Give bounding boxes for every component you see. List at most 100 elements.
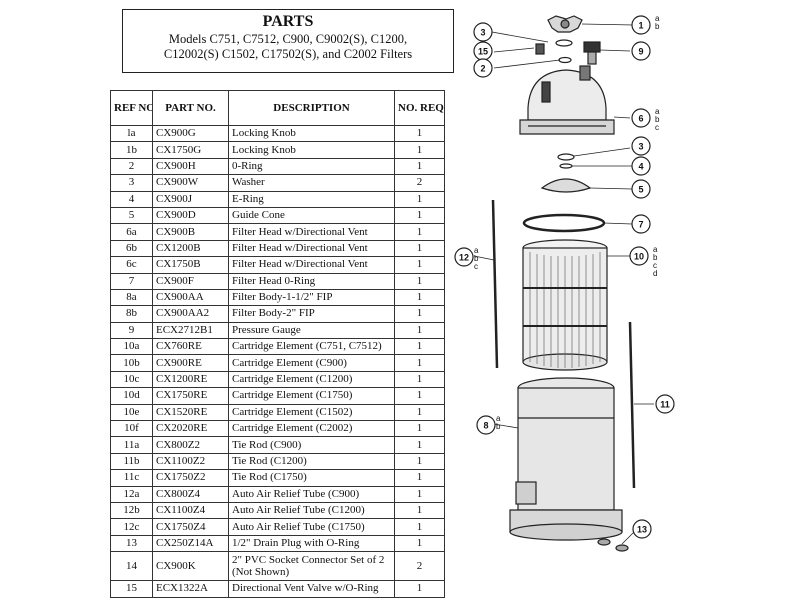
description-cell: 0-Ring <box>228 157 395 176</box>
quantity-cell: 1 <box>394 518 445 536</box>
callout-circle <box>631 15 651 35</box>
ref-cell: 2 <box>110 157 153 176</box>
quantity-cell: 1 <box>394 141 445 159</box>
part-number-cell: CX1200B <box>152 239 229 258</box>
models-line-2: C12002(S) C1502, C17502(S), and C2002 Fi… <box>163 47 413 61</box>
quantity-cell: 1 <box>394 338 445 356</box>
quantity-cell: 2 <box>394 174 445 192</box>
part-number-cell: ECX1322A <box>152 580 229 598</box>
callout-9: 9 <box>631 41 651 61</box>
callout-15: 15 <box>473 41 493 61</box>
part-number-cell: CX1750RE <box>152 387 229 405</box>
part-number-cell: CX900J <box>152 190 229 208</box>
washer-icon <box>555 39 573 47</box>
callout-circle <box>631 108 651 128</box>
filter-head-o-ring-icon <box>522 213 606 233</box>
quantity-cell: 1 <box>394 124 445 143</box>
quantity-cell: 1 <box>394 272 445 290</box>
ref-cell: 13 <box>110 534 153 553</box>
description-cell: 2" PVC Socket Connector Set of 2 (Not Sh… <box>228 551 395 582</box>
description-cell: Filter Head w/Directional Vent <box>228 223 395 241</box>
part-number-cell: CX1750Z2 <box>152 469 229 487</box>
part-number-cell: CX900W <box>152 174 229 192</box>
ref-cell: 12a <box>110 485 153 503</box>
quantity-cell: 1 <box>394 580 445 598</box>
table-header-row: REF NO. PART NO. DESCRIPTION NO. REQ'D. <box>110 90 445 126</box>
part-number-cell: CX250Z14A <box>152 534 229 553</box>
description-cell: Cartridge Element (C2002) <box>228 420 395 438</box>
description-cell: 1/2" Drain Plug with O-Ring <box>228 534 395 553</box>
quantity-cell: 1 <box>394 501 445 520</box>
quantity-cell: 1 <box>394 256 445 274</box>
ref-cell: 8b <box>110 305 153 323</box>
callout-number: 6 <box>638 114 643 124</box>
description-cell: Filter Head 0-Ring <box>228 272 395 290</box>
ref-cell: 10d <box>110 387 153 405</box>
callout-circle <box>631 41 651 61</box>
description-cell: Tie Rod (C1200) <box>228 452 395 471</box>
quantity-cell: 1 <box>394 370 445 389</box>
callout-circle <box>473 58 493 78</box>
col-header-description: DESCRIPTION <box>228 90 395 126</box>
description-cell: Tie Rod (C1750) <box>228 469 395 487</box>
callout-circle <box>631 136 651 156</box>
ref-cell: la <box>110 124 153 143</box>
col-header-ref: REF NO. <box>110 90 153 126</box>
callout-4: 4 <box>631 156 651 176</box>
quantity-cell: 1 <box>394 305 445 323</box>
callout-number: 9 <box>638 47 643 57</box>
callout-circle <box>473 22 493 42</box>
filter-head-icon <box>519 65 615 135</box>
part-number-cell: CX900G <box>152 124 229 143</box>
col-header-part: PART NO. <box>152 90 229 126</box>
ref-cell: 10f <box>110 420 153 438</box>
ref-cell: 1b <box>110 141 153 159</box>
ref-cell: 3 <box>110 174 153 192</box>
callout-3: 3 <box>631 136 651 156</box>
part-number-cell: CX900D <box>152 206 229 225</box>
description-cell: Cartridge Element (C1502) <box>228 403 395 422</box>
callout-number: 12 <box>459 253 469 263</box>
callout-5: 5 <box>631 179 651 199</box>
col-header-qty: NO. REQ'D. <box>394 90 445 126</box>
ref-cell: 4 <box>110 190 153 208</box>
callout-number: 7 <box>638 220 643 230</box>
callout-number: 5 <box>638 185 643 195</box>
tie-rod-icon <box>628 321 636 489</box>
callout-circle <box>454 247 474 267</box>
ref-cell: 10c <box>110 370 153 389</box>
description-cell: Pressure Gauge <box>228 321 395 340</box>
part-number-cell: CX900AA2 <box>152 305 229 323</box>
callout-number: 13 <box>637 525 647 535</box>
quantity-cell: 1 <box>394 387 445 405</box>
quantity-cell: 1 <box>394 354 445 372</box>
quantity-cell: 1 <box>394 239 445 258</box>
part-number-cell: CX1520RE <box>152 403 229 422</box>
part-number-cell: CX1750B <box>152 256 229 274</box>
quantity-cell: 1 <box>394 223 445 241</box>
quantity-cell: 1 <box>394 485 445 503</box>
parts-title-box: PARTS Models C751, C7512, C900, C9002(S)… <box>122 9 454 73</box>
quantity-cell: 1 <box>394 403 445 422</box>
quantity-cell: 1 <box>394 452 445 471</box>
description-cell: Tie Rod (C900) <box>228 436 395 454</box>
description-cell: Filter Head w/Directional Vent <box>228 256 395 274</box>
